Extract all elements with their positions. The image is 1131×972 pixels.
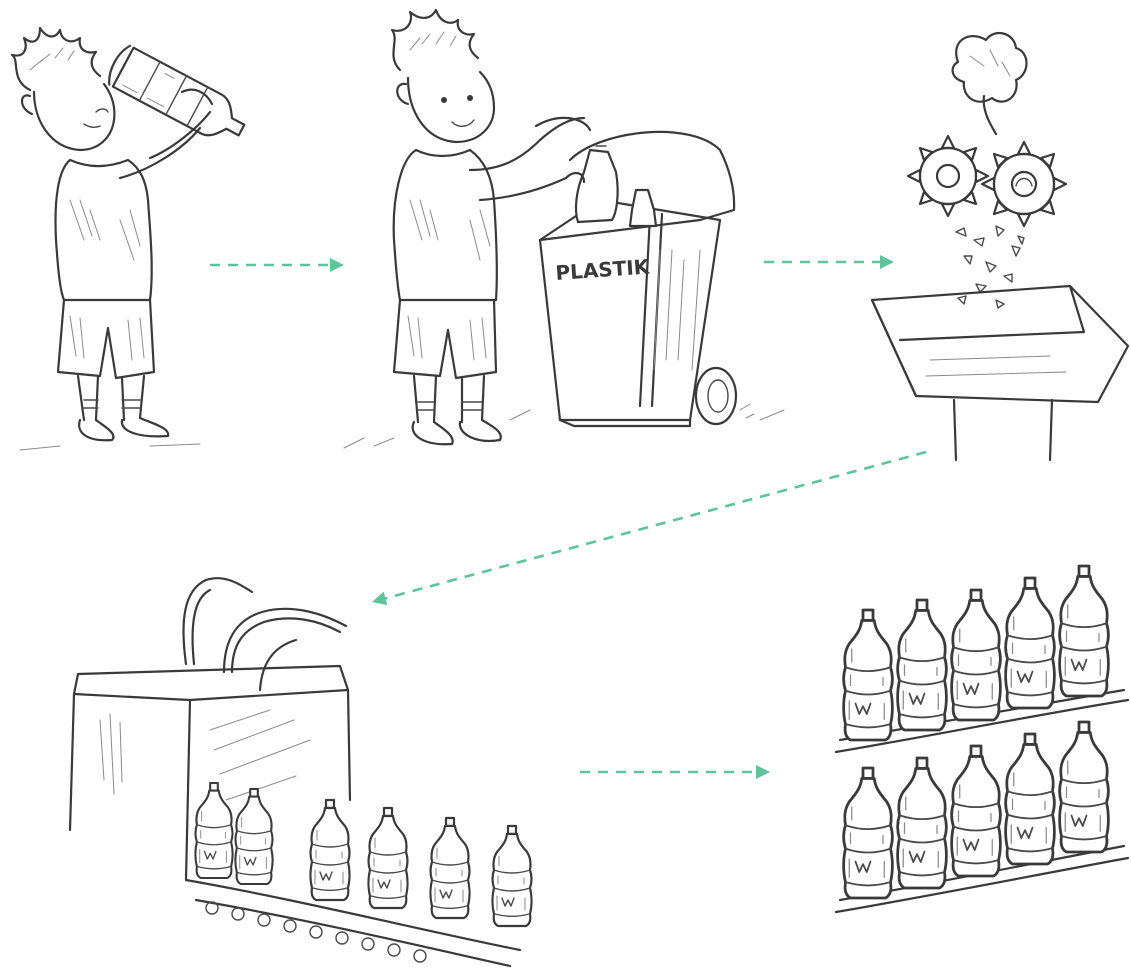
flow-arrowhead-manufacturing-to-new-products [756, 765, 770, 779]
flow-arrowhead-sorting-to-shredding [880, 255, 894, 269]
boy-drinking-icon [10, 26, 246, 451]
step-shredding [870, 31, 1130, 462]
flow-arrows [210, 255, 927, 779]
shredder-gears-icon [870, 31, 1130, 462]
bin-label: PLASTIK [555, 254, 652, 285]
flow-arrowhead-drinking-to-sorting [330, 258, 344, 272]
flow-arrow-shredding-to-manufacturing [385, 450, 927, 600]
step-manufacturing [68, 577, 533, 968]
boy-sorting-icon [343, 8, 586, 449]
step-drinking [10, 26, 246, 451]
flow-arrowhead-shredding-to-manufacturing [372, 591, 388, 606]
step-sorting: PLASTIK [343, 8, 785, 449]
bottle-shelf-icon [834, 564, 1130, 914]
recycling-bin-icon: PLASTIK [509, 116, 785, 428]
bottling-machine-icon [68, 577, 533, 968]
step-new-products [834, 564, 1130, 914]
